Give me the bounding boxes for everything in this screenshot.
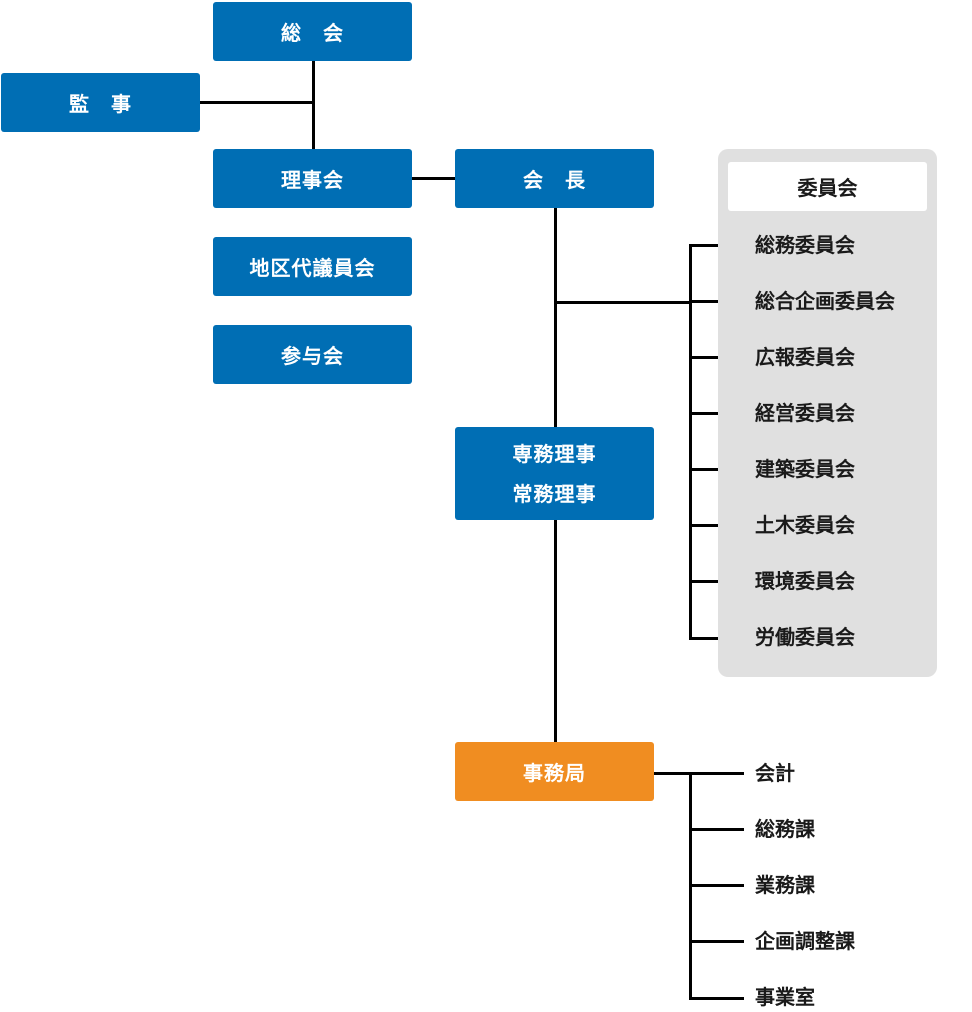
committee-item: 環境委員会 xyxy=(755,569,855,593)
node-executive-directors: 専務理事 常務理事 xyxy=(455,427,654,520)
unit-branch xyxy=(689,997,744,1000)
node-label: 地区代議員会 xyxy=(249,256,376,280)
committee-branch xyxy=(689,468,744,471)
node-label: 会 長 xyxy=(523,168,586,192)
node-advisors: 参与会 xyxy=(213,325,412,384)
committee-branch xyxy=(689,637,744,640)
connector-to-committees xyxy=(554,301,692,304)
node-district-delegates: 地区代議員会 xyxy=(213,237,412,296)
committee-branch xyxy=(689,244,744,247)
unit-branch xyxy=(689,828,744,831)
node-label-managing: 常務理事 xyxy=(512,481,597,506)
secretariat-unit: 企画調整課 xyxy=(755,929,855,953)
committee-item: 総務委員会 xyxy=(755,233,855,257)
node-label: 理事会 xyxy=(281,168,344,192)
committee-branch xyxy=(689,300,744,303)
committee-branch xyxy=(689,580,744,583)
committee-bus xyxy=(689,244,692,640)
committee-item: 経営委員会 xyxy=(755,401,855,425)
secretariat-unit: 総務課 xyxy=(755,817,815,841)
committee-item: 土木委員会 xyxy=(755,513,855,537)
committee-item: 労働委員会 xyxy=(755,625,855,649)
committee-branch xyxy=(689,412,744,415)
connector-board-to-president xyxy=(412,177,455,180)
committees-title: 委員会 xyxy=(728,162,927,211)
committee-item: 広報委員会 xyxy=(755,345,855,369)
connector-auditor xyxy=(200,101,315,104)
node-president: 会 長 xyxy=(455,149,654,208)
node-auditor: 監 事 xyxy=(1,73,200,132)
committee-item: 建築委員会 xyxy=(755,457,855,481)
node-board: 理事会 xyxy=(213,149,412,208)
committee-item: 総合企画委員会 xyxy=(755,289,895,313)
secretariat-unit: 会計 xyxy=(755,761,795,785)
committee-branch xyxy=(689,356,744,359)
secretariat-unit: 業務課 xyxy=(755,873,815,897)
node-label: 事務局 xyxy=(523,761,586,785)
committees-panel xyxy=(718,149,937,677)
unit-branch xyxy=(689,940,744,943)
node-secretariat: 事務局 xyxy=(455,742,654,801)
unit-branch xyxy=(689,884,744,887)
node-label-senior: 専務理事 xyxy=(512,441,597,466)
connector-secretariat xyxy=(654,772,744,775)
node-general-meeting: 総 会 xyxy=(213,2,412,61)
node-label: 総 会 xyxy=(281,21,344,45)
committee-branch xyxy=(689,524,744,527)
connector-general-to-board xyxy=(312,60,315,149)
node-label: 監 事 xyxy=(69,92,132,116)
node-label: 参与会 xyxy=(281,344,344,368)
secretariat-unit: 事業室 xyxy=(755,985,815,1009)
